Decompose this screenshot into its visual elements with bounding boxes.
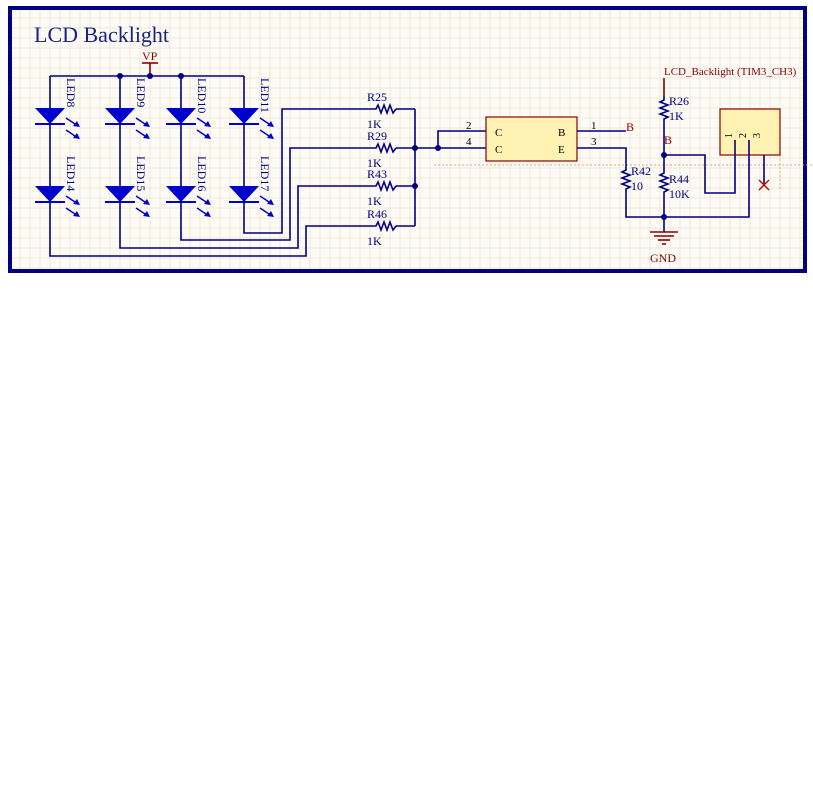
sheet-background	[10, 8, 805, 271]
led-bottom-3-label: LED16	[195, 156, 209, 191]
resistor-r25[interactable]: R25 1K	[367, 90, 397, 131]
pin-label-b: B	[558, 127, 565, 139]
resistor-value: 1K	[367, 194, 382, 208]
resistor-r29[interactable]: R29 1K	[367, 129, 397, 170]
r44-value: 10K	[669, 187, 690, 201]
led-top-3-label: LED10	[195, 78, 209, 113]
led-return-wires	[49, 108, 373, 257]
resistor-r44[interactable]: R44 10K	[657, 169, 690, 201]
sheet-frame	[8, 6, 807, 273]
backlight-connector[interactable]: 1 2 3	[719, 108, 781, 191]
led-bottom-3[interactable]: LED16	[166, 156, 211, 217]
resistor-ref: R43	[367, 167, 387, 181]
led-top-4-label: LED11	[258, 78, 272, 113]
pin-label-e: E	[558, 144, 565, 156]
pin-label-c1: C	[495, 127, 502, 139]
net-label-b-left: B	[626, 120, 634, 134]
gnd-net-label: GND	[650, 251, 676, 265]
pin-number-4: 4	[466, 136, 472, 148]
pin-number-1: 1	[591, 120, 597, 132]
resistor-r46[interactable]: R46 1K	[367, 207, 397, 248]
resistor-value: 1K	[367, 156, 382, 170]
pin-number-3: 3	[591, 136, 597, 148]
transistor[interactable]: C C B E 2 4 1 3	[434, 116, 812, 166]
led-top-1-label: LED8	[64, 78, 78, 107]
transistor-body	[485, 116, 578, 162]
resistor-r42[interactable]: R42 10	[619, 164, 651, 193]
resistor-bus	[396, 108, 486, 227]
pin-number-2: 2	[466, 120, 472, 132]
led-bottom-2[interactable]: LED15	[105, 156, 150, 217]
net-label-b-right: B	[664, 133, 672, 147]
resistor-value: 1K	[367, 117, 382, 131]
ground-symbol: GND	[650, 231, 678, 265]
r44-ref: R44	[669, 172, 689, 186]
r42-ref: R42	[631, 164, 651, 178]
led-bottom-1[interactable]: LED14	[35, 156, 80, 217]
resistor-ref: R25	[367, 90, 387, 104]
led-top-3[interactable]: LED10	[166, 78, 211, 139]
led-top-2[interactable]: LED9	[105, 78, 150, 139]
resistor-r43[interactable]: R43 1K	[367, 167, 397, 208]
connector-body	[719, 108, 781, 156]
pin-label-c2: C	[495, 144, 502, 156]
led-bottom-2-label: LED15	[134, 156, 148, 191]
resistor-value: 1K	[367, 234, 382, 248]
connector-pin-1: 1	[724, 133, 735, 138]
vp-power-port: VP	[142, 49, 158, 76]
resistor-ref: R46	[367, 207, 387, 221]
led-top-4[interactable]: LED11	[229, 78, 274, 139]
r26-ref: R26	[669, 94, 689, 108]
resistor-ref: R29	[367, 129, 387, 143]
pwm-net-label: LCD_Backlight (TIM3_CH3)	[664, 66, 797, 78]
vp-net-label: VP	[142, 49, 158, 63]
r42-value: 10	[631, 179, 643, 193]
pwm-net: LCD_Backlight (TIM3_CH3)	[663, 66, 797, 96]
connector-pin-2: 2	[738, 133, 749, 138]
led-bottom-1-label: LED14	[64, 156, 78, 191]
led-bottom-4-label: LED17	[258, 156, 272, 191]
led-top-2-label: LED9	[134, 78, 148, 107]
r26-value: 1K	[669, 109, 684, 123]
connector-pin-3: 3	[752, 133, 763, 138]
schematic-title: LCD Backlight	[34, 22, 169, 47]
resistor-r26[interactable]: R26 1K	[657, 94, 689, 123]
